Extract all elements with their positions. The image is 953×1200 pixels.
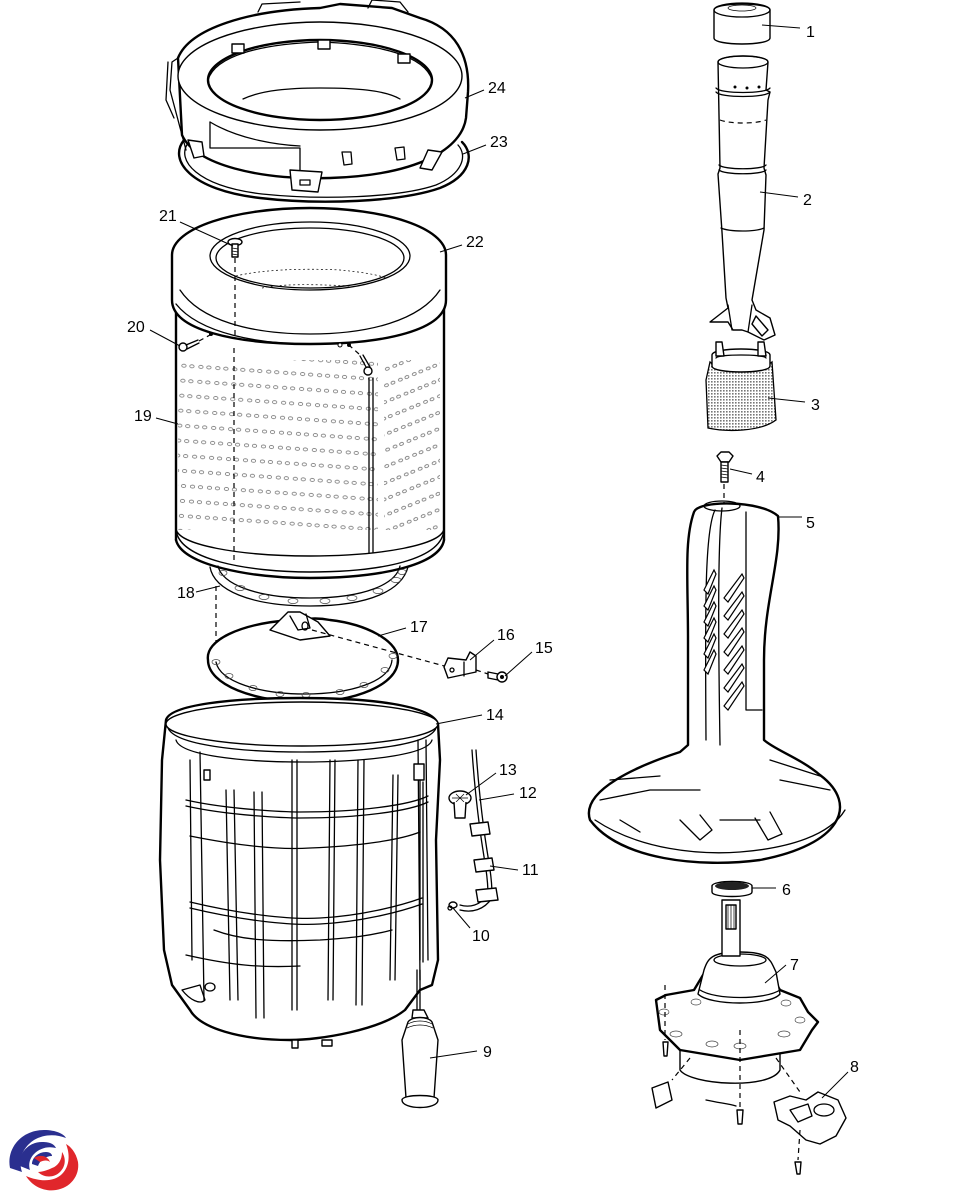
callout-11[interactable]: 11 <box>522 862 539 879</box>
brand-logo-icon <box>9 1130 79 1191</box>
part-16-tub-clamp[interactable] <box>443 651 477 679</box>
callout-12[interactable]: 12 <box>519 785 537 802</box>
callout-5[interactable]: 5 <box>806 515 815 532</box>
part-13-drain-plug[interactable] <box>448 790 472 819</box>
leader-lines <box>149 24 849 1099</box>
callout-1[interactable]: 1 <box>806 24 815 41</box>
part-6-shaft-seal[interactable] <box>711 880 753 898</box>
callout-2[interactable]: 2 <box>803 192 812 209</box>
callout-10[interactable]: 10 <box>472 928 490 945</box>
part-22-balance-ring[interactable] <box>170 206 448 348</box>
callout-9[interactable]: 9 <box>483 1044 492 1061</box>
part-10-hose-clamp[interactable] <box>447 901 458 911</box>
callout-8[interactable]: 8 <box>850 1059 859 1076</box>
callout-6[interactable]: 6 <box>782 882 791 899</box>
callout-24[interactable]: 24 <box>488 80 506 97</box>
callout-16[interactable]: 16 <box>497 627 515 644</box>
part-4-agitator-bolt[interactable] <box>716 451 734 483</box>
callout-4[interactable]: 4 <box>756 469 765 486</box>
part-21-balance-ring-screw[interactable] <box>227 237 243 258</box>
part-2-agitator-column[interactable] <box>709 55 776 341</box>
callout-3[interactable]: 3 <box>811 397 820 414</box>
callout-20[interactable]: 20 <box>127 319 145 336</box>
part-9-air-dome[interactable] <box>401 969 439 1109</box>
part-11-hose-grommet[interactable] <box>469 821 499 903</box>
part-15-clamp-screw[interactable] <box>487 671 508 683</box>
callout-7[interactable]: 7 <box>790 957 799 974</box>
assembly-line <box>311 629 449 668</box>
callout-21[interactable]: 21 <box>159 208 177 225</box>
callout-23[interactable]: 23 <box>490 134 508 151</box>
part-1-agitator-cap[interactable] <box>713 2 771 45</box>
callout-17[interactable]: 17 <box>410 619 428 636</box>
part-5-agitator-base[interactable] <box>587 500 846 864</box>
part-7-transmission[interactable] <box>651 899 820 1125</box>
part-3-lint-filter[interactable] <box>705 341 777 432</box>
callout-18[interactable]: 18 <box>177 585 195 602</box>
callout-13[interactable]: 13 <box>499 762 517 779</box>
part-17-hub-plate[interactable] <box>206 611 400 704</box>
assembly-line <box>475 669 489 675</box>
part-20-basket-screw[interactable] <box>178 332 373 376</box>
part-8-shift-actuator[interactable] <box>773 1091 847 1175</box>
part-19-wash-basket[interactable] <box>174 298 446 580</box>
callout-22[interactable]: 22 <box>466 234 484 251</box>
callout-15[interactable]: 15 <box>535 640 553 657</box>
part-18-drive-block-gasket[interactable] <box>209 565 409 607</box>
callout-14[interactable]: 14 <box>486 707 504 724</box>
part-23-tub-ring-seal[interactable] <box>178 138 470 203</box>
part-14-outer-tub[interactable] <box>158 696 442 1049</box>
part-24-tub-ring[interactable] <box>165 0 470 193</box>
callout-19[interactable]: 19 <box>134 408 152 425</box>
